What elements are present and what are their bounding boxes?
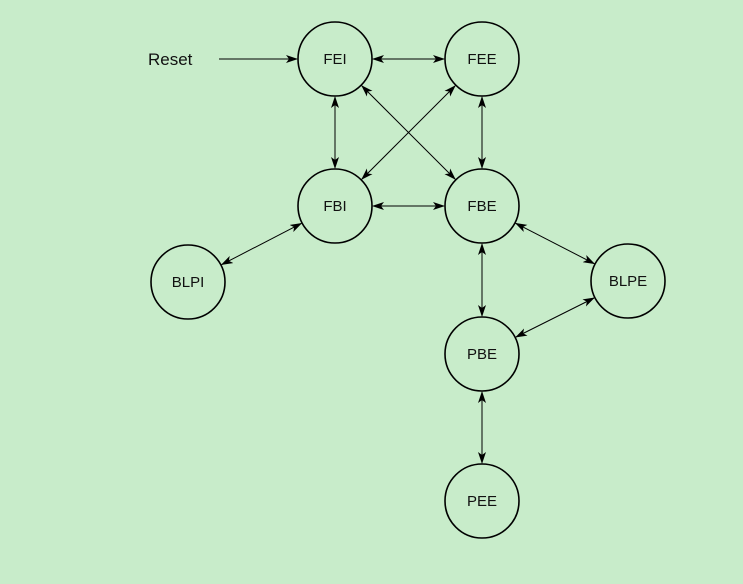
node-fbe: FBE bbox=[444, 168, 520, 244]
node-circle-blpe bbox=[590, 243, 666, 319]
node-circle-pee bbox=[444, 463, 520, 539]
node-fee: FEE bbox=[444, 21, 520, 97]
edge-fbe-blpe-arrow bbox=[514, 222, 596, 265]
node-fei: FEI bbox=[297, 21, 373, 97]
edge-blpi-fbi-arrow bbox=[220, 222, 303, 266]
nodes-layer: FEI FEE FBI FBE BLPI BLPE PBE PEE bbox=[150, 21, 666, 539]
node-blpi: BLPI bbox=[150, 244, 226, 320]
node-label-blpi: BLPI bbox=[172, 274, 205, 291]
node-fbi: FBI bbox=[297, 168, 373, 244]
node-pbe: PBE bbox=[444, 316, 520, 392]
node-circle-fbi bbox=[297, 168, 373, 244]
node-label-fbe: FBE bbox=[467, 198, 496, 215]
node-circle-fbe bbox=[444, 168, 520, 244]
node-blpe: BLPE bbox=[590, 243, 666, 319]
node-label-pee: PEE bbox=[467, 493, 497, 510]
edges-layer bbox=[219, 55, 596, 464]
node-circle-blpi bbox=[150, 244, 226, 320]
node-circle-pbe bbox=[444, 316, 520, 392]
node-label-fbi: FBI bbox=[323, 198, 346, 215]
edge-blpe-pbe-arrow bbox=[515, 297, 595, 338]
node-circle-fee bbox=[444, 21, 520, 97]
reset-label: Reset bbox=[148, 50, 193, 69]
edge-fee-fbi-arrow bbox=[361, 85, 456, 180]
node-circle-fei bbox=[297, 21, 373, 97]
node-label-blpe: BLPE bbox=[609, 273, 647, 290]
node-label-fee: FEE bbox=[467, 51, 496, 68]
node-pee: PEE bbox=[444, 463, 520, 539]
node-label-fei: FEI bbox=[323, 51, 346, 68]
node-label-pbe: PBE bbox=[467, 346, 497, 363]
